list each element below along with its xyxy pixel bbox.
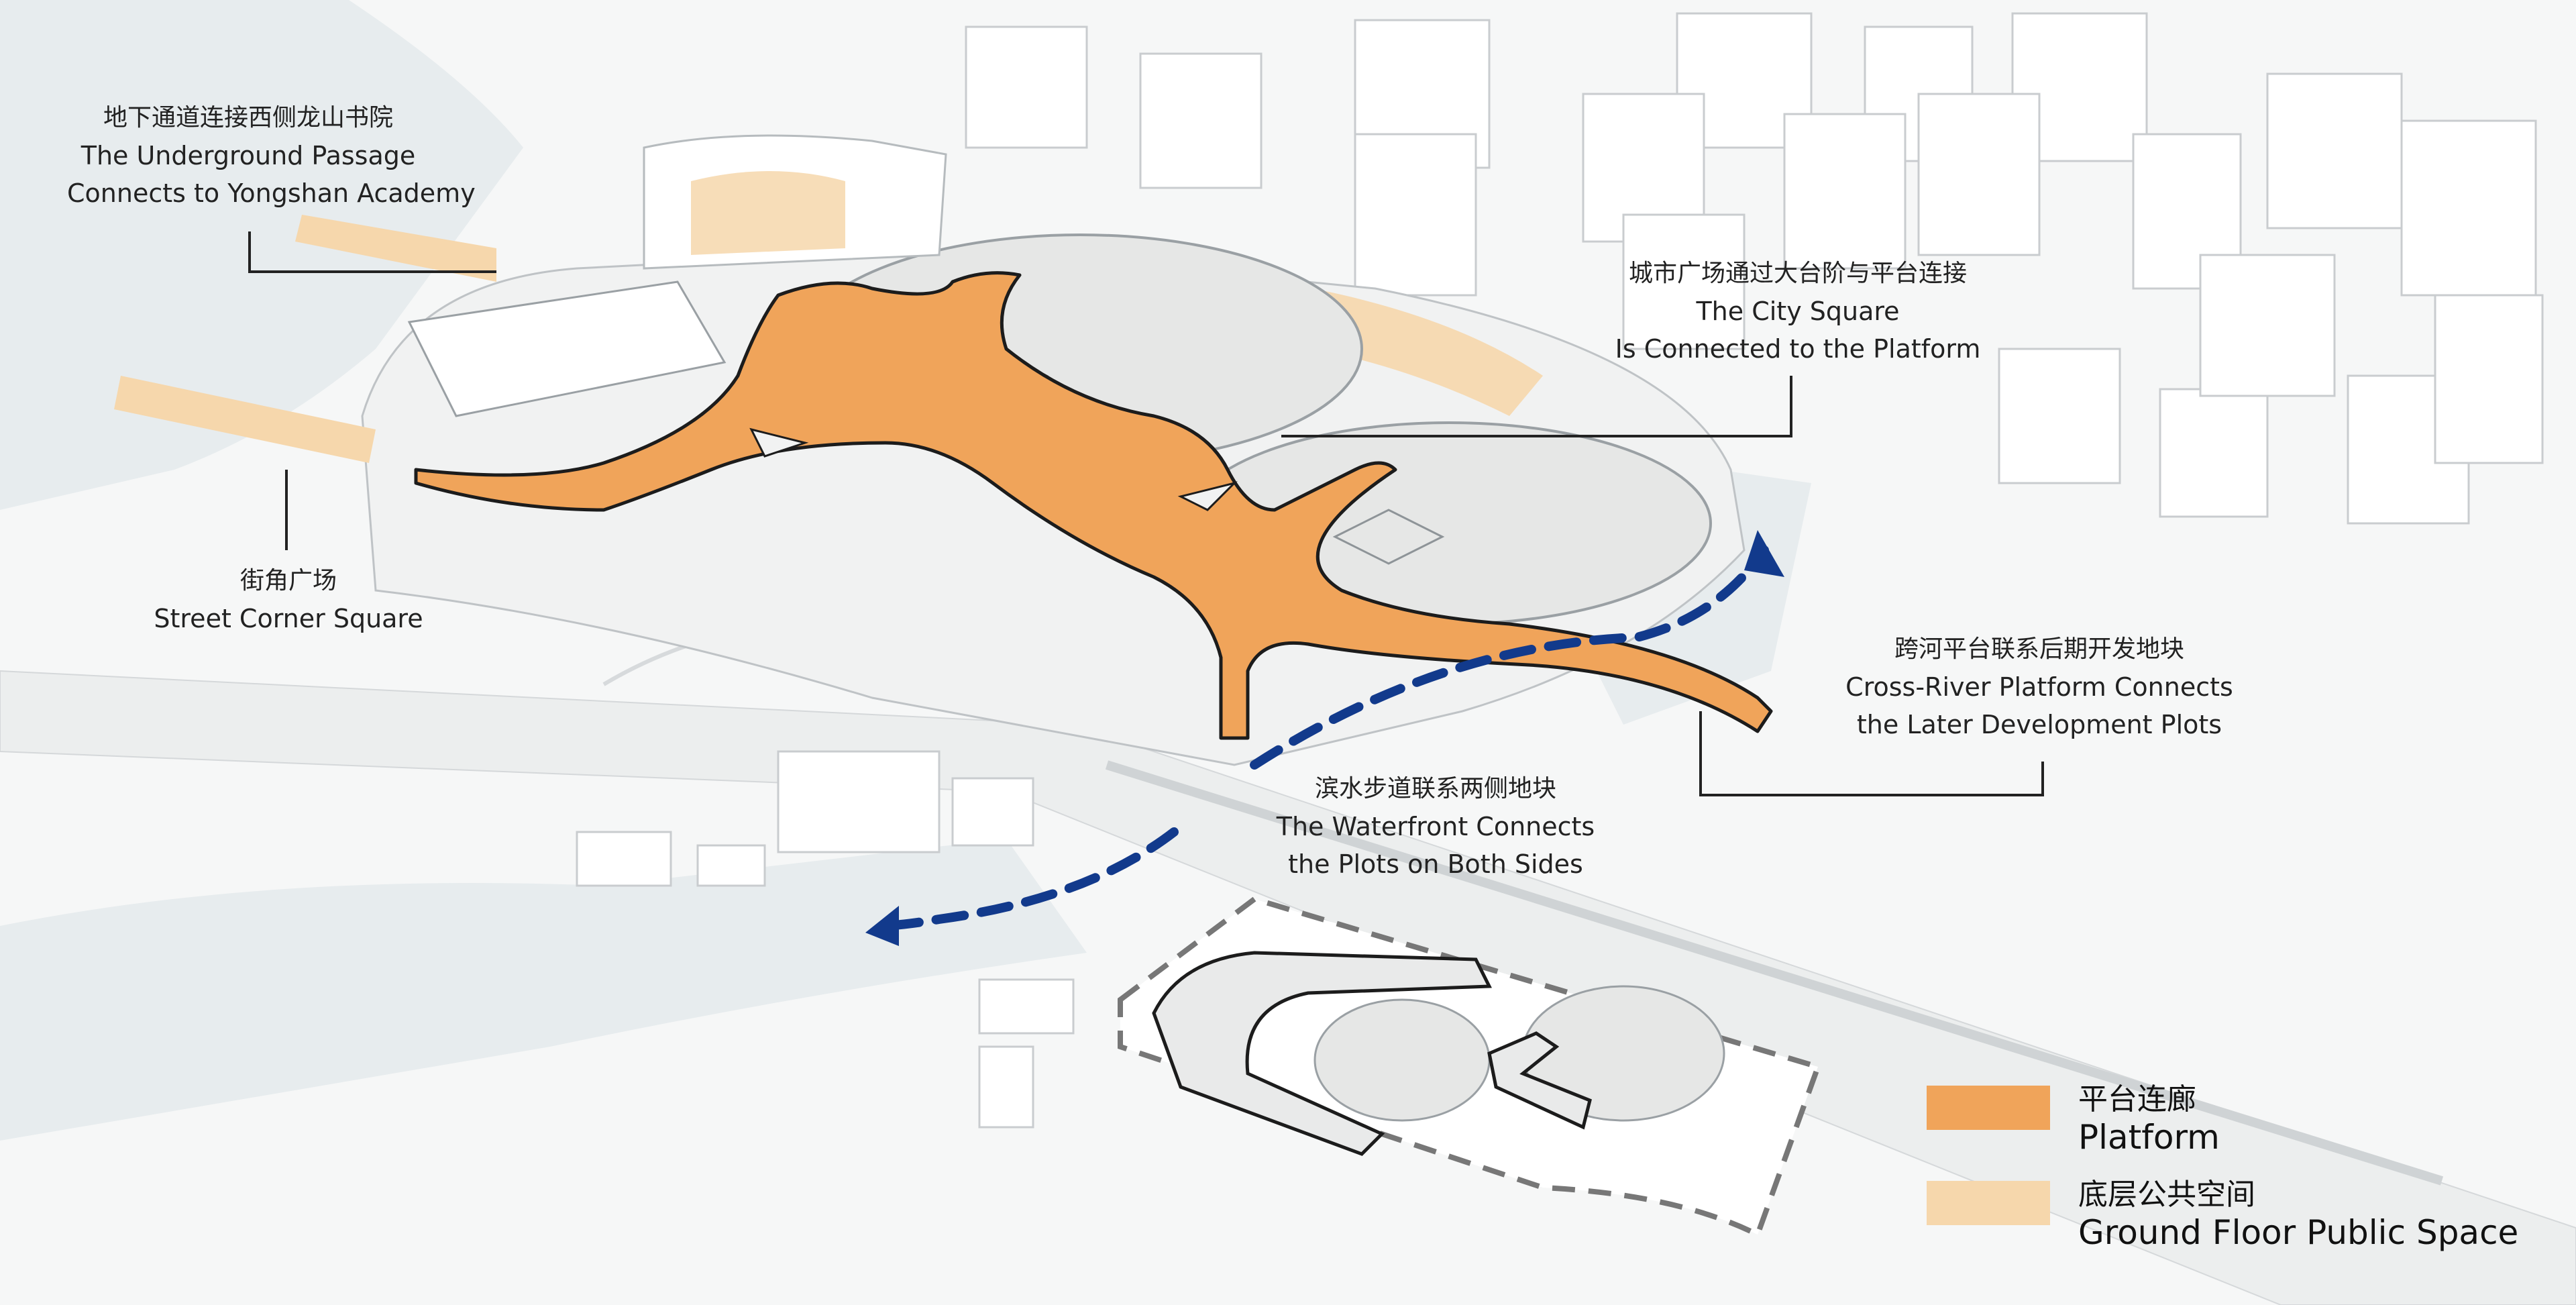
annotation-underground-zh: 地下通道连接西侧龙山书院 bbox=[103, 104, 393, 132]
annotation-city-square-en1: The City Square bbox=[1696, 297, 1900, 326]
legend-ground-floor-en: Ground Floor Public Space bbox=[2078, 1213, 2519, 1252]
legend-ground-floor-zh: 底层公共空间 bbox=[2078, 1178, 2255, 1212]
main-road bbox=[0, 670, 2576, 1305]
leader-cross-river bbox=[1699, 711, 2044, 796]
annotation-underground: 地下通道连接西侧龙山书院 The Underground Passage Con… bbox=[67, 99, 476, 212]
residential-buildings bbox=[576, 12, 2544, 1129]
annotation-waterfront-zh: 滨水步道联系两侧地块 bbox=[1314, 775, 1556, 802]
flow-arrow-west bbox=[874, 827, 1179, 931]
platform-bridge bbox=[414, 271, 1773, 740]
annotation-city-square-en2: Is Connected to the Platform bbox=[1615, 334, 1981, 364]
arrow-head-east bbox=[1744, 530, 1784, 577]
leader-city-square bbox=[1281, 376, 1792, 437]
annotation-underground-en1: The Underground Passage bbox=[80, 141, 416, 170]
rail-line bbox=[1105, 760, 2444, 1186]
platform-void-triangle bbox=[1177, 481, 1238, 511]
academy-building-orange-core bbox=[691, 171, 845, 255]
annotation-city-square-zh: 城市广场通过大台阶与平台连接 bbox=[1628, 260, 1967, 287]
flow-arrows bbox=[874, 545, 1769, 931]
leader-underground bbox=[248, 231, 496, 273]
annotation-waterfront: 滨水步道联系两侧地块 The Waterfront Connects the P… bbox=[1221, 770, 1650, 883]
annotation-cross-river: 跨河平台联系后期开发地块 Cross-River Platform Connec… bbox=[1798, 631, 2281, 743]
annotation-underground-en2: Connects to Yongshan Academy bbox=[67, 178, 476, 208]
river-lower bbox=[0, 839, 1087, 1141]
annotation-waterfront-en1: The Waterfront Connects bbox=[1276, 812, 1595, 841]
annotation-waterfront-en2: the Plots on Both Sides bbox=[1288, 849, 1583, 879]
leader-lines bbox=[248, 231, 2044, 796]
underground-passage-strip bbox=[295, 215, 496, 282]
annotation-cross-river-en2: the Later Development Plots bbox=[1856, 710, 2222, 739]
legend-item-ground-floor: 底层公共空间 Ground Floor Public Space bbox=[1927, 1177, 2518, 1252]
soccer-field bbox=[407, 280, 727, 417]
legend-item-platform: 平台连廊 Platform bbox=[1927, 1082, 2220, 1157]
legend-swatch-ground-floor bbox=[1927, 1181, 2050, 1225]
lower-grandstand-east bbox=[1487, 1031, 1592, 1130]
legend-swatch-platform bbox=[1927, 1086, 2050, 1130]
flow-arrow-east bbox=[1250, 545, 1769, 770]
annotation-street-corner-zh: 街角广场 bbox=[239, 567, 337, 594]
platform-void-small bbox=[749, 427, 809, 458]
arrow-head-west bbox=[865, 906, 899, 946]
annotation-street-corner: 街角广场 Street Corner Square bbox=[127, 562, 449, 637]
annotation-cross-river-zh: 跨河平台联系后期开发地块 bbox=[1894, 635, 2184, 663]
legend-platform-en: Platform bbox=[2078, 1118, 2220, 1157]
annotation-cross-river-en1: Cross-River Platform Connects bbox=[1845, 672, 2233, 702]
annotation-street-corner-en1: Street Corner Square bbox=[154, 604, 423, 633]
street-corner-strip bbox=[114, 376, 376, 463]
lower-site bbox=[1118, 896, 1822, 1239]
annotation-city-square: 城市广场通过大台阶与平台连接 The City Square Is Connec… bbox=[1570, 255, 2026, 368]
lower-grandstand-west bbox=[1152, 951, 1492, 1156]
legend-platform-zh: 平台连廊 bbox=[2078, 1082, 2196, 1116]
